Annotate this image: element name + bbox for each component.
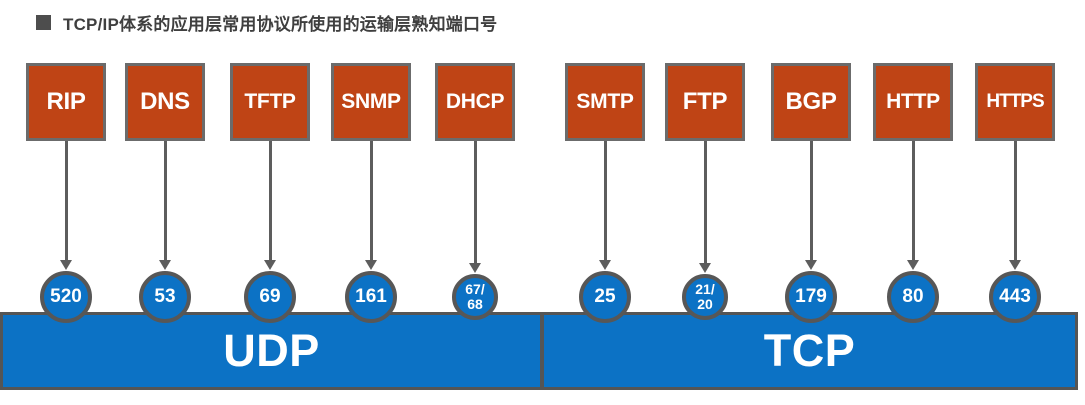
diagram-title: TCP/IP体系的应用层常用协议所使用的运输层熟知端口号 (36, 10, 497, 35)
protocol-box-label: HTTPS (986, 91, 1044, 112)
connector-line-http (911, 141, 915, 261)
connector-arrowhead-snmp (365, 260, 377, 270)
protocol-box-http[interactable]: HTTP (873, 63, 953, 141)
port-circle-dhcp[interactable]: 67/68 (452, 274, 498, 320)
connector-line-dhcp (473, 141, 477, 264)
port-circle-tftp[interactable]: 69 (244, 271, 296, 323)
connector-arrowhead-dhcp (469, 263, 481, 273)
protocol-box-dhcp[interactable]: DHCP (435, 63, 515, 141)
protocol-box-dns[interactable]: DNS (125, 63, 205, 141)
protocol-box-rip[interactable]: RIP (26, 63, 106, 141)
protocol-box-label: BGP (785, 88, 837, 115)
port-circle-ftp[interactable]: 21/20 (682, 274, 728, 320)
connector-arrowhead-tftp (264, 260, 276, 270)
square-bullet-icon (36, 15, 51, 30)
port-circle-smtp[interactable]: 25 (579, 271, 631, 323)
protocol-box-label: RIP (46, 88, 86, 115)
connector-arrowhead-smtp (599, 260, 611, 270)
port-circle-bgp[interactable]: 179 (785, 271, 837, 323)
connector-arrowhead-http (907, 260, 919, 270)
protocol-box-snmp[interactable]: SNMP (331, 63, 411, 141)
connector-line-tftp (268, 141, 272, 261)
port-number: 53 (154, 286, 176, 308)
page-title: TCP/IP体系的应用层常用协议所使用的运输层熟知端口号 (63, 15, 498, 34)
connector-arrowhead-dns (159, 260, 171, 270)
port-number: 21/ (695, 281, 715, 298)
protocol-box-label: DHCP (445, 90, 505, 113)
connector-line-rip (64, 141, 68, 261)
transport-bar-udp[interactable]: UDP (0, 312, 543, 390)
transport-bar-udp-label: UDP (223, 325, 320, 376)
port-number: 67/ (465, 281, 485, 298)
port-circle-snmp[interactable]: 161 (345, 271, 397, 323)
connector-arrowhead-rip (60, 260, 72, 270)
connector-arrowhead-https (1009, 260, 1021, 270)
protocol-box-smtp[interactable]: SMTP (565, 63, 645, 141)
connector-line-snmp (369, 141, 373, 261)
port-circle-dns[interactable]: 53 (139, 271, 191, 323)
connector-arrowhead-bgp (805, 260, 817, 270)
protocol-box-label: SNMP (341, 90, 401, 113)
port-number: 161 (355, 286, 387, 308)
port-number: 68 (467, 296, 483, 312)
port-circle-rip[interactable]: 520 (40, 271, 92, 323)
connector-line-bgp (809, 141, 813, 261)
connector-line-ftp (703, 141, 707, 264)
connector-arrowhead-ftp (699, 263, 711, 273)
port-circle-https[interactable]: 443 (989, 271, 1041, 323)
protocol-box-label: SMTP (576, 90, 634, 113)
port-number: 520 (50, 286, 82, 308)
connector-line-smtp (603, 141, 607, 261)
port-number: 80 (902, 286, 924, 308)
protocol-box-label: HTTP (886, 90, 940, 113)
protocol-box-bgp[interactable]: BGP (771, 63, 851, 141)
port-circle-http[interactable]: 80 (887, 271, 939, 323)
port-number: 443 (999, 286, 1031, 308)
connector-line-dns (163, 141, 167, 261)
port-number: 20 (697, 296, 713, 312)
port-number: 25 (594, 286, 616, 308)
protocol-box-label: DNS (140, 88, 190, 115)
protocol-box-https[interactable]: HTTPS (975, 63, 1055, 141)
protocol-box-tftp[interactable]: TFTP (230, 63, 310, 141)
port-number: 69 (259, 286, 281, 308)
transport-bar-tcp-label: TCP (763, 325, 856, 376)
protocol-box-ftp[interactable]: FTP (665, 63, 745, 141)
connector-line-https (1013, 141, 1017, 261)
port-number: 179 (795, 286, 827, 308)
protocol-box-label: TFTP (244, 90, 296, 113)
protocol-box-label: FTP (682, 88, 728, 115)
transport-bar-tcp[interactable]: TCP (541, 312, 1078, 390)
